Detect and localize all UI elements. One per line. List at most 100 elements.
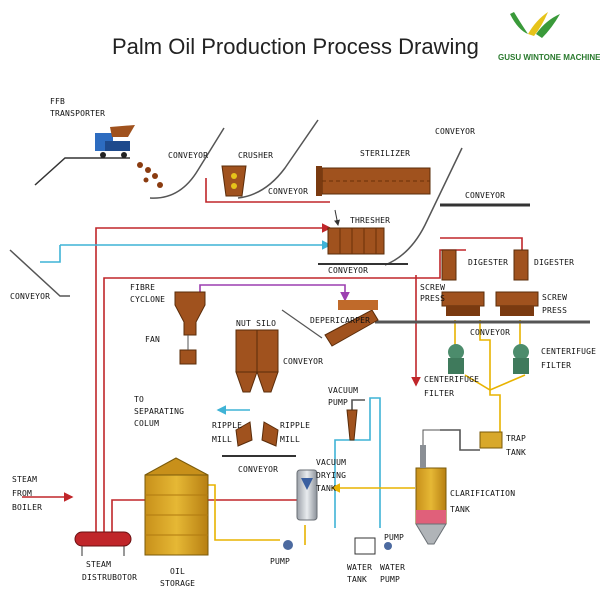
svg-text:PUMP: PUMP: [270, 557, 290, 566]
water-tank: WATER TANK: [347, 537, 376, 584]
svg-text:RIPPLE: RIPPLE: [280, 421, 310, 430]
logo-text: GUSU WINTONE MACHINERY: [498, 53, 600, 62]
label-fan: FAN: [145, 335, 160, 344]
water-line-vacuum: [334, 397, 381, 528]
pump-1: PUMP: [270, 540, 293, 566]
svg-text:CONVEYOR: CONVEYOR: [283, 357, 323, 366]
svg-text:CENTERIFUGE: CENTERIFUGE: [424, 375, 479, 384]
svg-text:DIGESTER: DIGESTER: [468, 258, 508, 267]
svg-text:WATER: WATER: [347, 563, 372, 572]
svg-text:CONVEYOR: CONVEYOR: [10, 292, 50, 301]
svg-text:CYCLONE: CYCLONE: [130, 295, 165, 304]
svg-text:CONVEYOR: CONVEYOR: [268, 187, 308, 196]
steam-line-top: [205, 178, 330, 203]
conveyor-1: CONVEYOR: [149, 127, 225, 199]
steam-line-digester-2: [440, 237, 523, 250]
svg-text:DRYING: DRYING: [316, 471, 346, 480]
svg-text:FROM: FROM: [12, 489, 32, 498]
svg-text:TO: TO: [134, 395, 144, 404]
svg-text:CLARIFICATION: CLARIFICATION: [450, 489, 515, 498]
svg-text:DIGESTER: DIGESTER: [534, 258, 574, 267]
svg-text:TANK: TANK: [347, 575, 367, 584]
thresher: THRESHER: [327, 209, 390, 255]
screw-press-1: SCREW PRESS: [420, 283, 485, 316]
svg-text:RIPPLE: RIPPLE: [212, 421, 242, 430]
ffb-transporter: FFB TRANSPORTER: [34, 97, 135, 186]
trap-tank: TRAP TANK: [479, 431, 526, 457]
water-line-left: [40, 245, 61, 263]
svg-text:SCREW: SCREW: [420, 283, 445, 292]
svg-text:PUMP: PUMP: [380, 575, 400, 584]
digester-2: DIGESTER: [513, 249, 574, 281]
svg-text:TRAP: TRAP: [506, 434, 526, 443]
diagram-title: Palm Oil Production Process Drawing: [112, 34, 479, 59]
svg-text:CONVEYOR: CONVEYOR: [328, 266, 368, 275]
ripple-mill-1: RIPPLE MILL: [212, 421, 253, 447]
svg-text:CONVEYOR: CONVEYOR: [168, 151, 208, 160]
svg-text:PUMP: PUMP: [384, 533, 404, 542]
svg-text:DISTRUBOTOR: DISTRUBOTOR: [82, 573, 137, 582]
svg-text:FIBRE: FIBRE: [130, 283, 155, 292]
label-ffb: FFB: [50, 97, 65, 106]
svg-text:MILL: MILL: [280, 435, 300, 444]
label-depericarper: DEPERICARPER: [310, 316, 370, 325]
steam-from-boiler: STEAM FROM BOILER: [12, 475, 42, 512]
svg-text:FILTER: FILTER: [424, 389, 454, 398]
svg-text:CENTERIFUGE: CENTERIFUGE: [541, 347, 596, 356]
label-thresher: THRESHER: [350, 216, 390, 225]
fruit-bunches: [137, 162, 163, 188]
svg-text:CONVEYOR: CONVEYOR: [470, 328, 510, 337]
screw-press-2: SCREW PRESS: [495, 291, 567, 316]
flow-lines: [22, 178, 526, 545]
conveyor-3: CONVEYOR: [384, 127, 475, 266]
label-sterilizer: STERILIZER: [360, 149, 410, 158]
conveyor-left: CONVEYOR: [9, 249, 70, 301]
svg-text:CONVEYOR: CONVEYOR: [435, 127, 475, 136]
conveyor-8: CONVEYOR: [222, 455, 296, 474]
ripple-mill-2: RIPPLE MILL: [261, 421, 310, 447]
sterilizer: STERILIZER: [316, 149, 431, 196]
steam-line-sterilizer: [95, 223, 332, 535]
svg-text:VACUUM: VACUUM: [328, 386, 358, 395]
svg-text:STORAGE: STORAGE: [160, 579, 195, 588]
svg-text:SEPARATING: SEPARATING: [134, 407, 184, 416]
fibre-line: [199, 284, 350, 302]
conveyor-4: CONVEYOR: [440, 191, 530, 207]
svg-text:SCREW: SCREW: [542, 293, 567, 302]
svg-text:TANK: TANK: [450, 505, 470, 514]
company-logo: GUSU WINTONE MACHINERY: [498, 12, 600, 62]
svg-text:WATER: WATER: [380, 563, 405, 572]
svg-text:STEAM: STEAM: [86, 560, 111, 569]
svg-text:TANK: TANK: [316, 484, 336, 493]
svg-text:TANK: TANK: [506, 448, 526, 457]
conveyor-2: CONVEYOR: [237, 119, 319, 199]
conveyor-5: CONVEYOR: [318, 263, 408, 275]
vacuum-drying-tank: VACUUM DRYING TANK: [296, 458, 346, 521]
svg-text:COLUM: COLUM: [134, 419, 159, 428]
conveyor-6: CONVEYOR: [375, 320, 590, 337]
nut-silo: NUT SILO: [235, 319, 279, 393]
oil-line-centrifuge-merge: [464, 374, 526, 391]
svg-text:PRESS: PRESS: [420, 294, 445, 303]
svg-text:PUMP: PUMP: [328, 398, 348, 407]
fibre-cyclone: FIBRE CYCLONE FAN: [130, 283, 206, 365]
svg-text:VACUUM: VACUUM: [316, 458, 346, 467]
water-pump: PUMP WATER PUMP: [380, 533, 405, 584]
svg-text:FILTER: FILTER: [541, 361, 571, 370]
label-crusher: CRUSHER: [238, 151, 273, 160]
svg-text:MILL: MILL: [212, 435, 232, 444]
svg-text:CONVEYOR: CONVEYOR: [465, 191, 505, 200]
label-nut-silo: NUT SILO: [236, 319, 276, 328]
to-separating-column: TO SEPARATING COLUM: [134, 395, 184, 428]
clarification-tank: CLARIFICATION TANK: [415, 429, 515, 545]
depericarper: DEPERICARPER CONVEYOR: [281, 300, 379, 366]
centerifuge-filter-2: CENTERIFUGE FILTER: [513, 344, 596, 374]
oil-line-centrifuge-trap: [479, 320, 501, 432]
digester-1: DIGESTER: [441, 249, 508, 281]
vacuum-pump: VACUUM PUMP: [328, 386, 358, 441]
pipe-trap-clarif: [440, 429, 480, 451]
svg-text:STEAM: STEAM: [12, 475, 37, 484]
oil-storage-tank: OIL STORAGE: [144, 457, 209, 588]
crusher: CRUSHER: [221, 151, 273, 197]
